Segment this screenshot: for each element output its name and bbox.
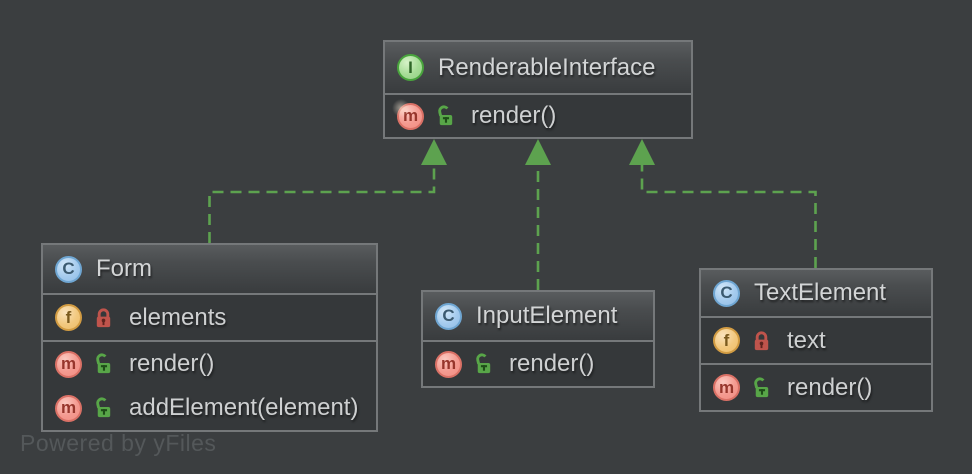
node-title: RenderableInterface [438,53,656,81]
public-lock-icon [95,352,112,375]
class-node-input-element[interactable]: C InputElement m render() [421,290,655,388]
realization-edge-text-element[interactable] [640,164,817,268]
member-label: text [787,326,826,354]
interface-node-renderable-interface[interactable]: I RenderableInterface m render() [383,40,693,139]
private-lock-icon [753,330,770,352]
public-lock-icon [475,352,492,375]
yfiles-watermark: Powered by yFiles [20,430,217,456]
node-title: Form [96,255,152,282]
realization-arrowhead-text-element [629,139,655,165]
realization-edge-form[interactable] [208,164,436,243]
method-row[interactable]: m render() [43,342,376,386]
method-icon: m [713,374,740,401]
public-lock-icon [95,396,112,419]
class-node-form[interactable]: C Form f elements m render() m addElemen… [41,243,378,432]
public-lock-icon [437,104,454,127]
node-title: InputElement [476,302,618,329]
method-row[interactable]: m render() [423,342,653,386]
class-icon: C [55,255,82,283]
member-label: render() [129,350,215,377]
class-node-text-element[interactable]: C TextElement f text m render() [699,268,933,412]
class-icon: C [713,279,740,307]
member-label: render() [509,350,595,377]
field-row[interactable]: f elements [43,295,376,340]
method-row[interactable]: m render() [701,365,931,410]
method-icon: m [55,350,82,378]
field-icon: f [713,327,740,354]
private-lock-icon [95,307,112,329]
node-header[interactable]: C TextElement [701,270,931,318]
method-row[interactable]: m addElement(element) [43,386,376,430]
member-label: render() [471,102,557,129]
method-row[interactable]: m render() [385,95,691,137]
realization-arrowhead-form [421,139,447,165]
field-row[interactable]: f text [701,318,931,363]
method-icon: m [55,394,82,422]
node-header[interactable]: I RenderableInterface [385,42,691,95]
member-label: elements [129,303,227,331]
class-icon: C [435,302,462,330]
member-label: render() [787,373,873,401]
node-title: TextElement [754,279,887,306]
method-icon: m [392,98,424,130]
member-label: addElement(element) [129,394,359,421]
realization-arrowhead-input-element [525,139,551,165]
public-lock-icon [753,376,770,399]
node-header[interactable]: C InputElement [423,292,653,342]
field-icon: f [55,304,82,331]
method-icon: m [435,350,462,378]
node-header[interactable]: C Form [43,245,376,295]
interface-icon: I [397,54,424,81]
